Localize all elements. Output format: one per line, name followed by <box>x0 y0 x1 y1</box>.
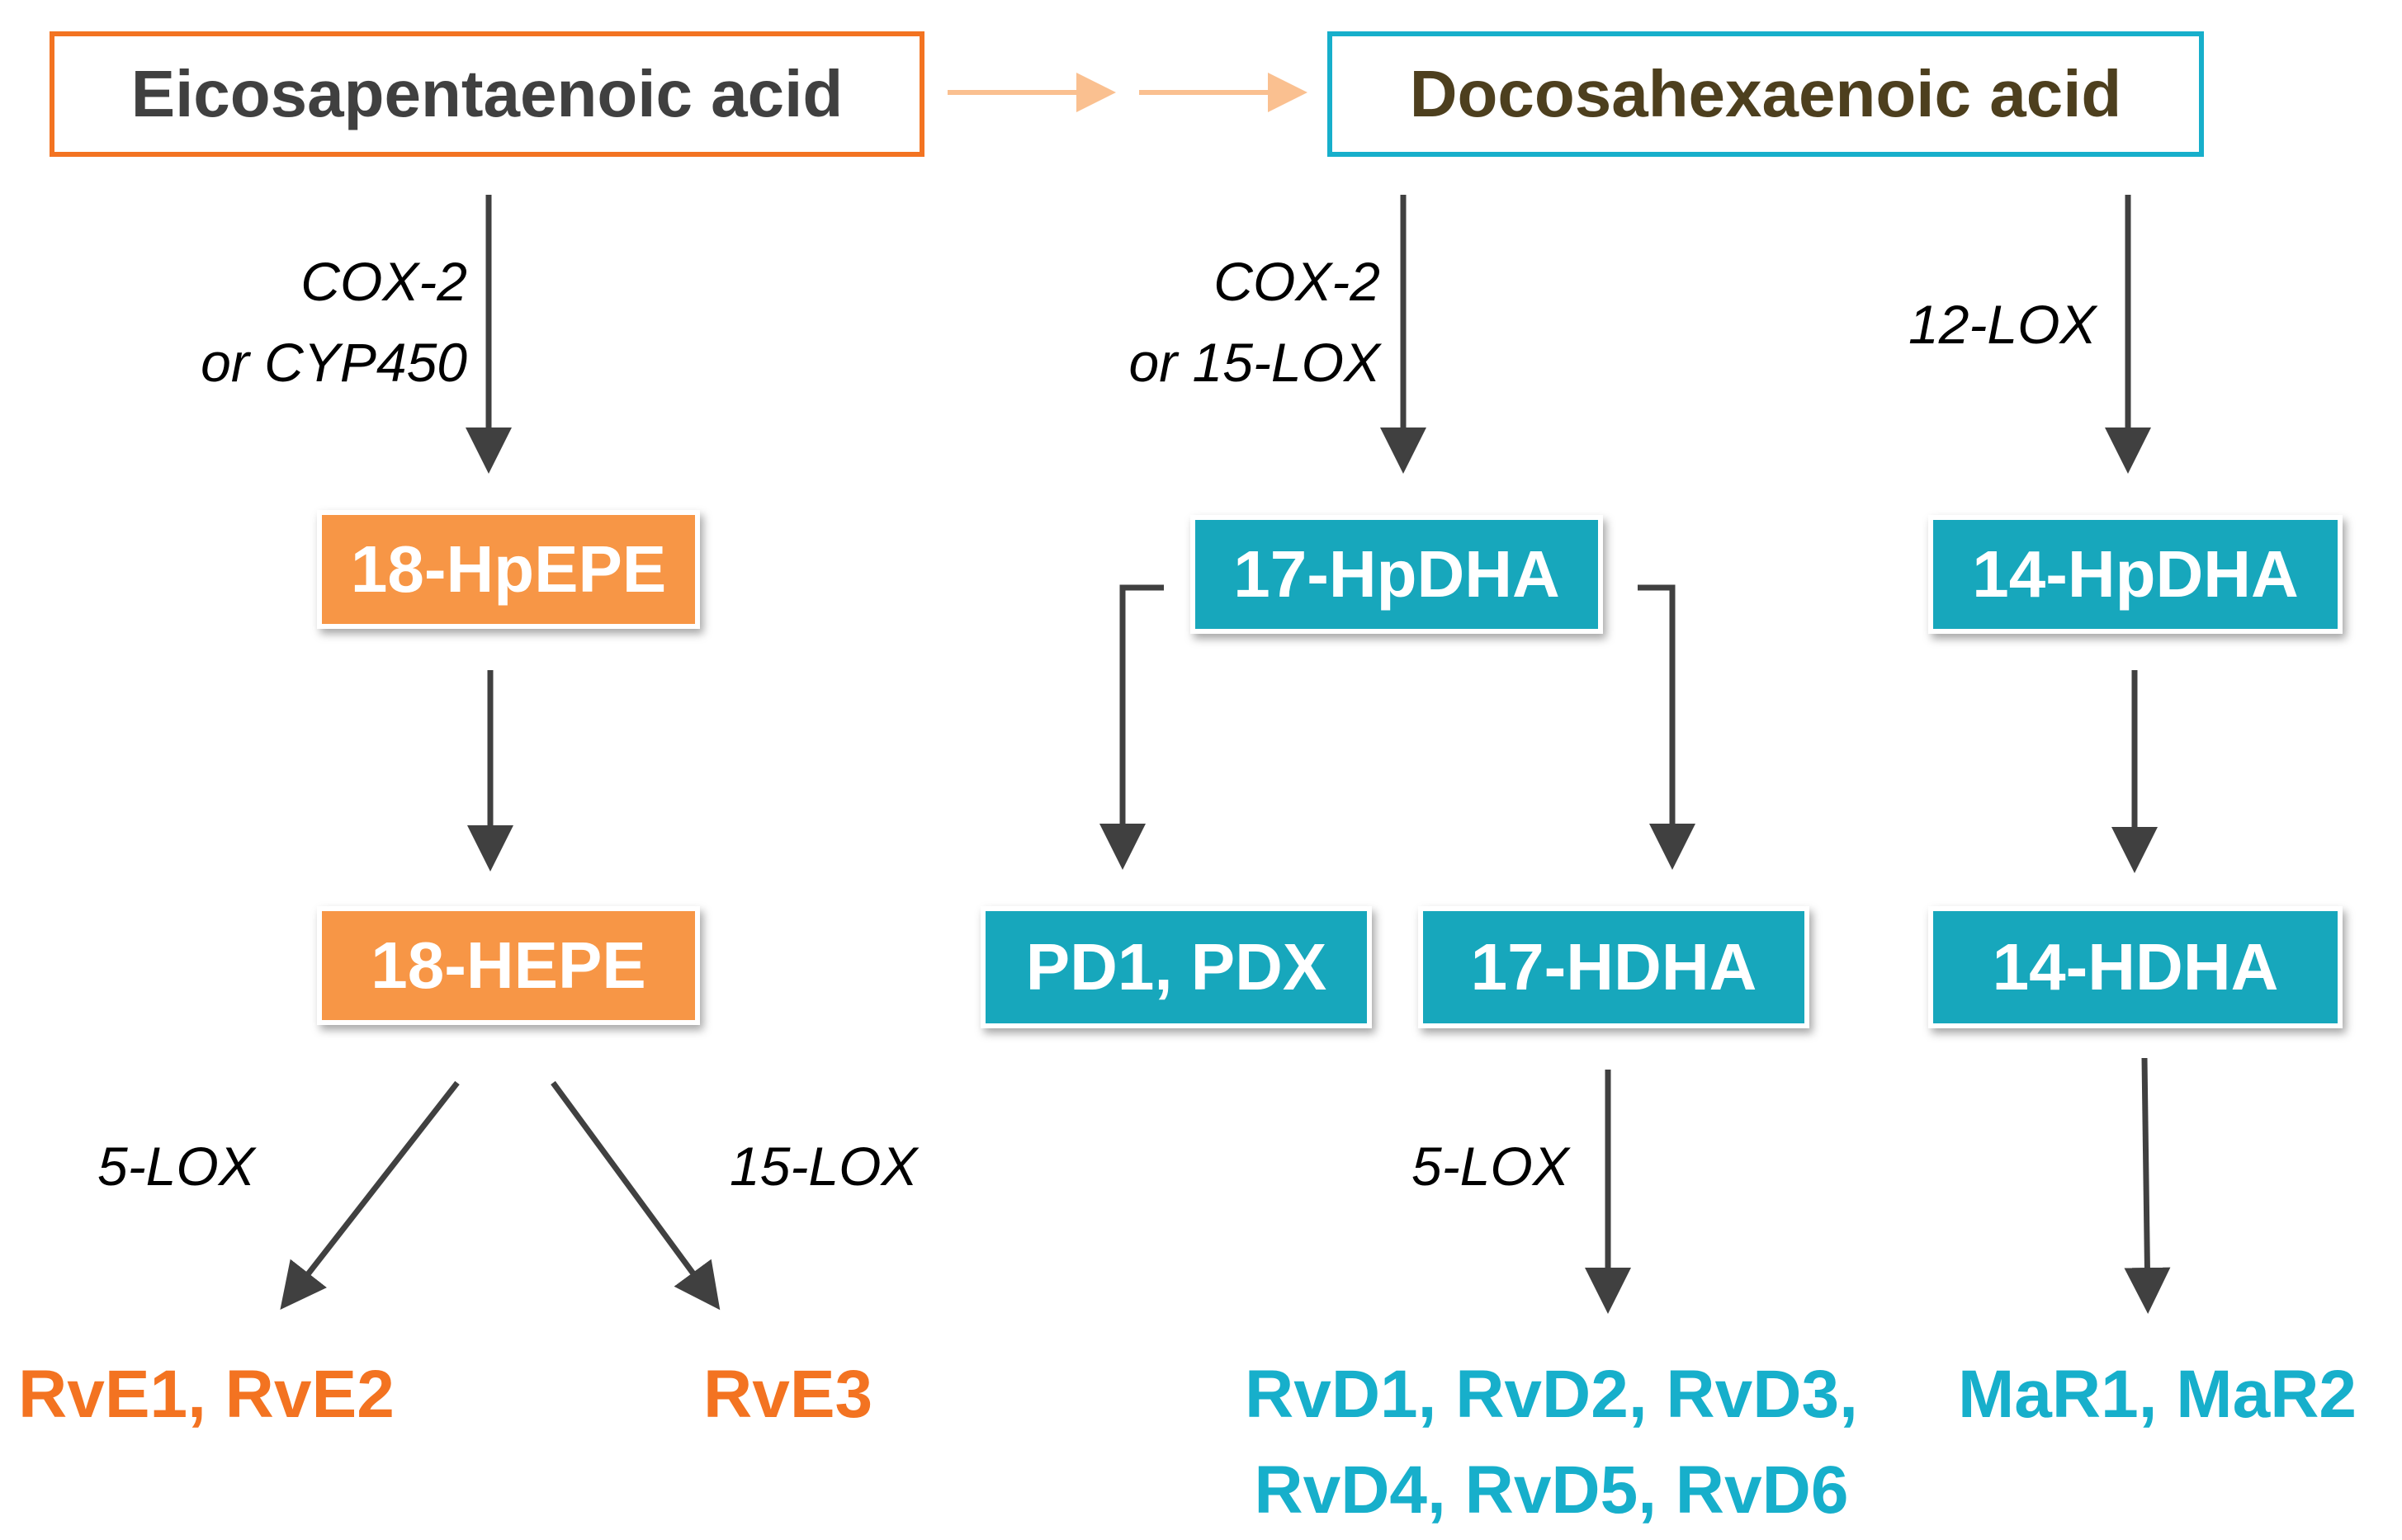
product-line: RvD4, RvD5, RvD6 <box>1254 1453 1849 1528</box>
node-label: 18-HpEPE <box>350 532 667 606</box>
epa-label: Eicosapentaenoic acid <box>130 57 844 130</box>
enzyme-line: or CYP450 <box>201 332 467 393</box>
enzyme-line: COX-2 <box>1213 251 1380 312</box>
product-mar1-mar2: MaR1, MaR2 <box>1958 1357 2357 1432</box>
product-line: RvD1, RvD2, RvD3, <box>1245 1357 1858 1432</box>
node-label: 14-HDHA <box>1992 930 2279 1004</box>
product-rvd-series: RvD1, RvD2, RvD3, RvD4, RvD5, RvD6 <box>1245 1347 1858 1538</box>
dha-source-box: Docosahexaenoic acid <box>1327 31 2204 157</box>
18hepe-to-rve12-arrow <box>280 1080 460 1311</box>
node-18-hepe: 18-HEPE <box>317 906 700 1025</box>
node-label: 17-HpDHA <box>1233 537 1560 611</box>
node-14-hpdha: 14-HpDHA <box>1928 515 2343 634</box>
enzyme-label-15lox-epa: 15-LOX <box>730 1136 918 1197</box>
17hpdha-to-17hdha-arrow <box>1638 584 1695 870</box>
enzyme-line: or 15-LOX <box>1128 332 1380 393</box>
node-14-hdha: 14-HDHA <box>1928 906 2343 1028</box>
epa-source-box: Eicosapentaenoic acid <box>50 31 924 157</box>
node-label: 14-HpDHA <box>1972 537 2299 611</box>
17hpdha-to-pd1-arrow <box>1099 584 1164 870</box>
node-label: 17-HDHA <box>1470 930 1757 1004</box>
product-rve1-rve2: RvE1, RvE2 <box>18 1357 395 1432</box>
enzyme-label-cox2-15lox: COX-2 or 15-LOX <box>1073 241 1380 403</box>
enzyme-line: COX-2 <box>300 251 467 312</box>
node-pd1-pdx: PD1, PDX <box>981 906 1372 1028</box>
node-label: PD1, PDX <box>1025 930 1327 1004</box>
18hepe-to-rve3-arrow <box>551 1080 721 1311</box>
node-17-hdha: 17-HDHA <box>1418 906 1809 1028</box>
node-17-hpdha: 17-HpDHA <box>1190 515 1603 634</box>
node-18-hpepe: 18-HpEPE <box>317 510 700 629</box>
product-rve3: RvE3 <box>703 1357 873 1432</box>
dha-label: Docosahexaenoic acid <box>1409 57 2122 130</box>
enzyme-label-5lox-dha: 5-LOX <box>1411 1136 1569 1197</box>
enzyme-label-cox2-cyp450: COX-2 or CYP450 <box>165 241 467 403</box>
enzyme-label-12lox: 12-LOX <box>1908 294 2097 355</box>
14hdha-to-mar-arrow <box>2124 1057 2171 1314</box>
enzyme-label-5lox-epa: 5-LOX <box>97 1136 255 1197</box>
node-label: 18-HEPE <box>371 928 646 1002</box>
